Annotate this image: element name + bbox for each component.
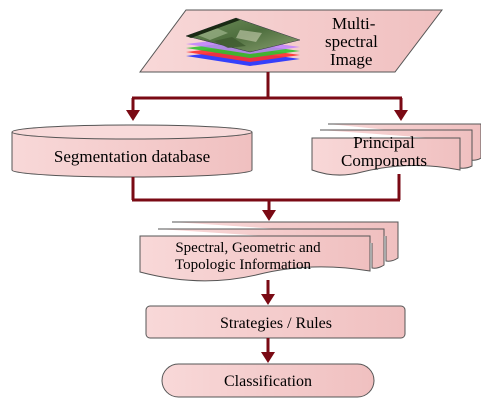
segmentation-database-node: Segmentation database xyxy=(11,124,253,178)
arrowhead xyxy=(126,110,140,121)
information-label-line2: Topologic Information xyxy=(175,257,312,273)
connector-strategies-classification xyxy=(261,338,275,363)
arrowhead xyxy=(394,110,408,121)
principal-components-node: Principal Components xyxy=(311,123,481,176)
strategies-rules-node: Strategies / Rules xyxy=(145,305,406,339)
multispectral-image-node: Multi- spectral Image xyxy=(139,9,444,73)
arrowhead xyxy=(262,210,276,221)
arrowhead xyxy=(261,352,275,363)
classification-label: Classification xyxy=(224,373,312,390)
information-node: Spectral, Geometric and Topologic Inform… xyxy=(139,221,399,282)
connector-image-split xyxy=(126,72,408,121)
image-label-line3: Image xyxy=(330,50,372,69)
components-label-line2: Components xyxy=(341,151,427,170)
segmentation-label: Segmentation database xyxy=(54,147,210,166)
classification-node: Classification xyxy=(161,363,375,398)
connector-information-strategies xyxy=(261,280,275,305)
image-label-line1: Multi- xyxy=(332,14,376,33)
arrowhead xyxy=(261,294,275,305)
connector-merge-information xyxy=(131,174,401,221)
strategies-label: Strategies / Rules xyxy=(220,315,332,332)
information-label-line1: Spectral, Geometric and xyxy=(175,240,321,256)
components-label-line1: Principal xyxy=(353,133,415,152)
satellite-image-stack-icon xyxy=(185,17,301,66)
image-label-line2: spectral xyxy=(325,32,378,51)
